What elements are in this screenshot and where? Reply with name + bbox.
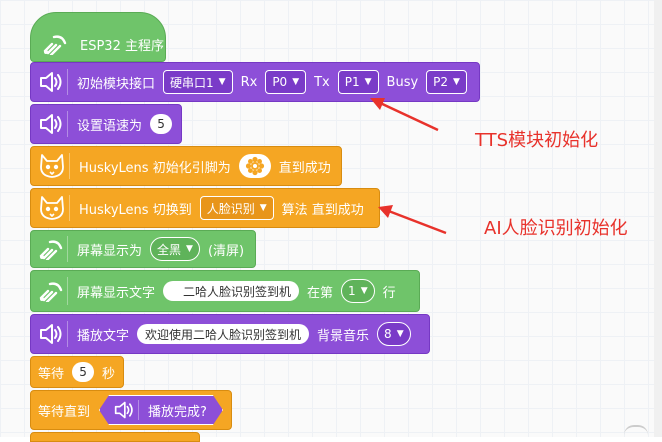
speaker-icon [37, 320, 65, 348]
main-program-label: ESP32 主程序 [80, 38, 164, 54]
play-finished-label: 播放完成? [148, 404, 207, 420]
pin-gear-icon[interactable] [238, 154, 271, 178]
wait-block[interactable]: 等待 5 秒 [30, 356, 124, 388]
caret-down-icon: ▼ [186, 244, 193, 254]
serial-port-dropdown[interactable]: 硬串口1▼ [163, 70, 233, 94]
main-program-block[interactable]: ESP32 主程序 [30, 12, 166, 62]
caret-down-icon: ▼ [259, 203, 267, 213]
speech-speed-label: 设置语速为 [77, 118, 143, 134]
tx-dropdown[interactable]: P1▼ [337, 70, 379, 94]
play-text-input[interactable]: 欢迎使用二哈人脸识别签到机 [137, 324, 310, 344]
screen-fill-suffix: (清屏) [207, 243, 245, 259]
scroll-corner-icon [624, 425, 648, 435]
algorithm-dropdown[interactable]: 人脸识别▼ [199, 196, 274, 220]
vertical-scrollbar[interactable] [654, 0, 662, 437]
screen-text-suffix: 行 [382, 285, 396, 301]
background-music-dropdown[interactable]: 8▼ [377, 322, 411, 346]
wait-label: 等待 [38, 366, 65, 382]
busy-label: Busy [386, 74, 419, 90]
speaker-icon [37, 68, 65, 96]
wait-until-block[interactable]: 等待直到 播放完成? [30, 390, 232, 430]
annotation-ai: AI人脸识别初始化 [484, 218, 628, 239]
caret-down-icon: ▼ [292, 77, 300, 87]
speaker-icon [112, 398, 136, 422]
play-text-block[interactable]: 播放文字 欢迎使用二哈人脸识别签到机 背景音乐 8▼ [30, 314, 430, 354]
huskylens-icon [37, 193, 67, 223]
caret-down-icon: ▼ [453, 77, 460, 87]
speech-speed-input[interactable]: 5 [150, 114, 173, 134]
speaker-icon [37, 110, 65, 138]
huskylens-algorithm-suffix: 算法 直到成功 [281, 202, 364, 218]
background-music-label: 背景音乐 [317, 328, 370, 344]
board-icon [41, 30, 69, 58]
huskylens-init-suffix: 直到成功 [278, 160, 331, 176]
line-number-dropdown[interactable]: 1▼ [341, 279, 375, 303]
huskylens-algorithm-label: HuskyLens 切换到 [79, 202, 192, 218]
arrow-tts [370, 98, 439, 132]
arrow-ai [378, 205, 447, 235]
screen-text-block[interactable]: 屏幕显示文字 二哈人脸识别签到机 在第 1▼ 行 [30, 270, 420, 312]
board-icon [37, 235, 65, 263]
busy-dropdown[interactable]: P2▼ [426, 70, 467, 94]
board-icon [37, 277, 65, 305]
screen-fill-block[interactable]: 屏幕显示为 全黑▼ (清屏) [30, 230, 256, 268]
speech-speed-block[interactable]: 设置语速为 5 [30, 104, 182, 144]
screen-fill-label: 屏幕显示为 [77, 243, 143, 259]
screen-text-mid: 在第 [307, 285, 334, 301]
wait-until-label: 等待直到 [38, 404, 91, 420]
caret-down-icon: ▼ [360, 286, 368, 296]
rx-dropdown[interactable]: P0▼ [265, 70, 307, 94]
screen-text-input[interactable]: 二哈人脸识别签到机 [163, 281, 300, 301]
play-text-label: 播放文字 [77, 328, 130, 344]
caret-down-icon: ▼ [218, 77, 226, 87]
tts-init-label: 初始模块接口 [77, 76, 156, 92]
rx-label: Rx [240, 74, 258, 90]
huskylens-init-block[interactable]: HuskyLens 初始化引脚为 直到成功 [30, 146, 342, 186]
wait-unit-label: 秒 [102, 366, 116, 382]
huskylens-icon [37, 151, 67, 181]
caret-down-icon: ▼ [396, 329, 404, 339]
huskylens-algorithm-block[interactable]: HuskyLens 切换到 人脸识别▼ 算法 直到成功 [30, 188, 380, 228]
caret-down-icon: ▼ [364, 77, 372, 87]
tx-label: Tx [314, 74, 330, 90]
huskylens-init-label: HuskyLens 初始化引脚为 [79, 160, 231, 176]
play-finished-condition[interactable]: 播放完成? [99, 395, 223, 425]
screen-text-label: 屏幕显示文字 [77, 285, 156, 301]
screen-color-dropdown[interactable]: 全黑▼ [150, 237, 200, 261]
wait-seconds-input[interactable]: 5 [72, 362, 95, 382]
annotation-tts: TTS模块初始化 [475, 130, 599, 151]
tts-init-block[interactable]: 初始模块接口 硬串口1▼ Rx P0▼ Tx P1▼ Busy P2▼ [30, 62, 480, 102]
